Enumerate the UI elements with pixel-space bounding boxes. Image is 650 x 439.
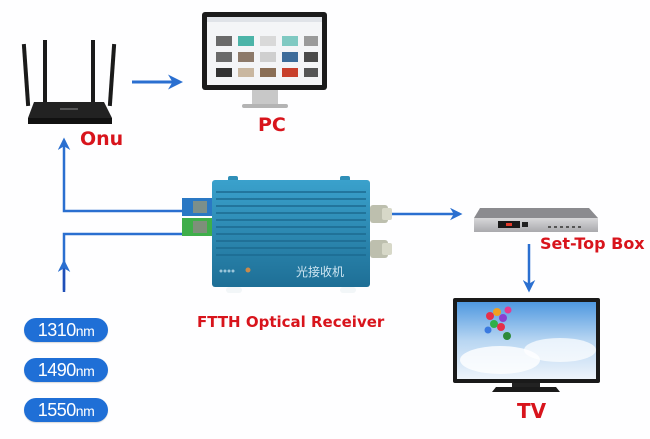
balloons (484, 306, 512, 340)
wavelength-value: 1310 (37, 320, 77, 340)
receiver-device-text: 光接收机 (296, 264, 344, 279)
wavelength-value: 1490 (37, 360, 77, 380)
router-icon (21, 40, 117, 124)
wavelength-value: 1550 (37, 400, 77, 420)
monitor-icon (202, 12, 327, 108)
wavelength-unit: nm (75, 323, 95, 339)
set-top-box-label: Set-Top Box (540, 234, 645, 253)
set-top-box-icon (474, 208, 598, 232)
wavelength-unit: nm (75, 363, 95, 379)
receiver-label: FTTH Optical Receiver (197, 313, 385, 331)
tv-label: TV (517, 399, 547, 423)
tv-icon (453, 298, 600, 392)
wavelength-badge-1490: 1490nm (24, 358, 108, 382)
pc-label: PC (258, 114, 286, 136)
optical-receiver-icon: 光接收机 (182, 176, 392, 293)
wavelength-unit: nm (75, 403, 95, 419)
arrow-receiver-to-onu (57, 137, 182, 213)
wavelength-badge-1310: 1310nm (24, 318, 108, 342)
wavelength-badge-1550: 1550nm (24, 398, 108, 422)
connection-arrows (57, 74, 536, 293)
arrow-input-fiber (62, 232, 182, 290)
onu-label: Onu (80, 128, 124, 150)
